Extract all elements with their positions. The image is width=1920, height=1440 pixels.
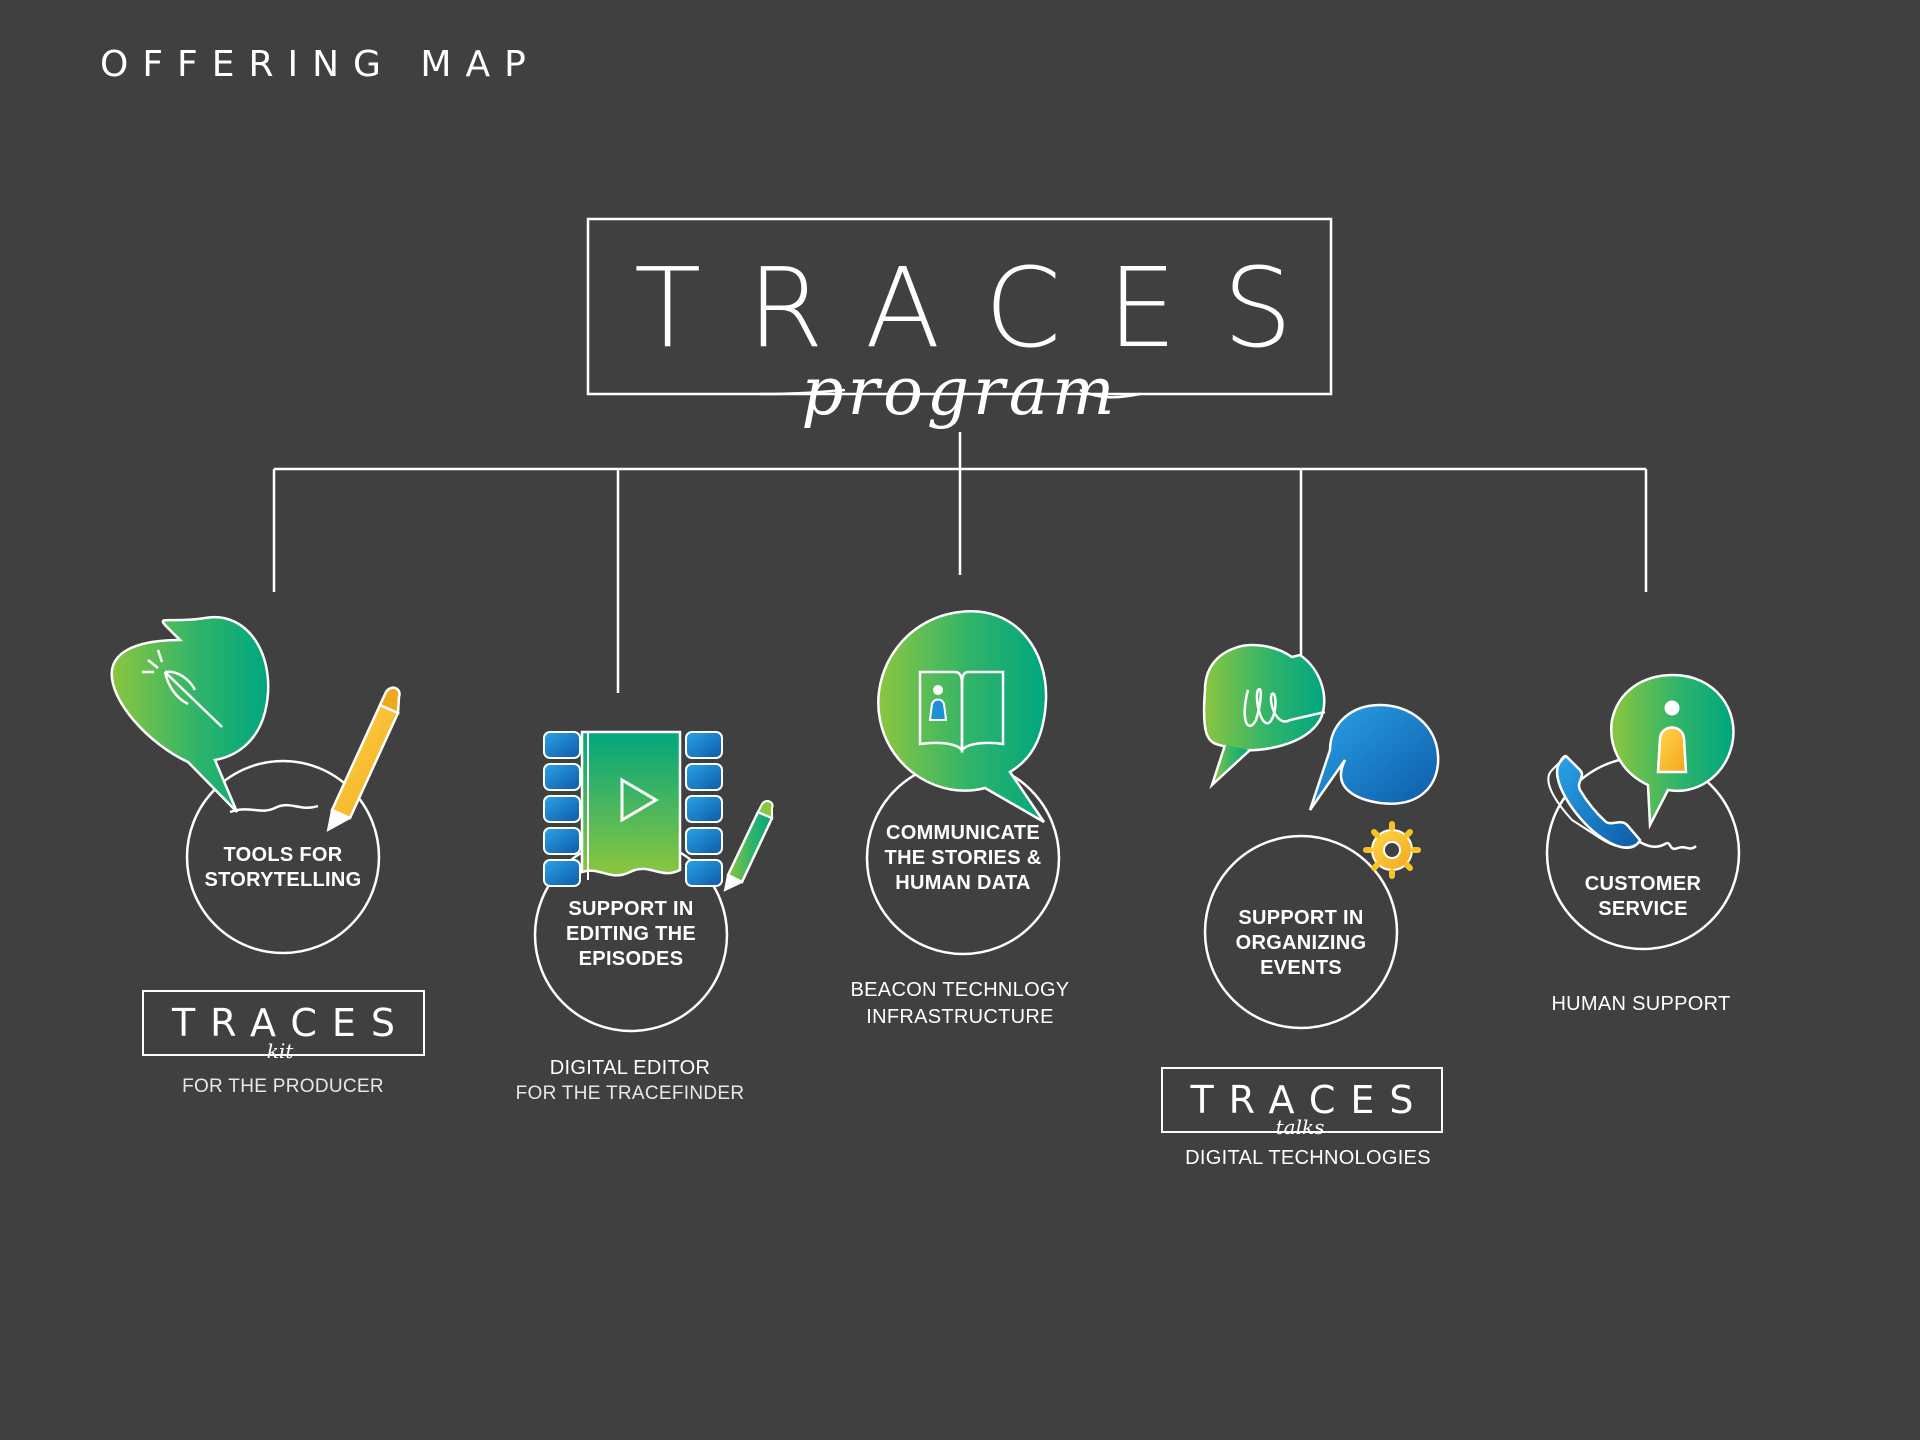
node-5-label-line: CUSTOMER — [1584, 873, 1702, 895]
pencil-icon — [723, 800, 774, 892]
traces-kit-logo: TRACES — [171, 1001, 411, 1045]
node-3-label: COMMUNICATE THE STORIES & HUMAN DATA — [863, 821, 1063, 896]
node-3-caption: BEACON TECHNLOGY INFRASTRUCTURE — [810, 977, 1110, 1031]
person-icon — [1656, 700, 1688, 774]
traces-kit-script: kit — [266, 1039, 294, 1063]
book-icon — [918, 670, 1005, 754]
node-3-caption-line: INFRASTRUCTURE — [866, 1006, 1054, 1028]
node-2-label-line: EPISODES — [578, 948, 684, 970]
node-3-label-line: COMMUNICATE — [885, 822, 1041, 844]
node-4-caption: DIGITAL TECHNOLOGIES — [1185, 1147, 1431, 1169]
page-title: OFFERING MAP — [100, 44, 540, 85]
node-2-label-line: SUPPORT IN — [568, 898, 694, 920]
wave-line — [229, 803, 319, 814]
traces-kit-box — [142, 990, 425, 1056]
traces-talks-box — [1161, 1067, 1443, 1133]
signature-icon — [1243, 687, 1326, 727]
play-icon — [620, 777, 659, 823]
gear-icon — [1363, 821, 1421, 879]
node-1-label: TOOLS FOR STORYTELLING — [183, 843, 383, 893]
node-1-caption: FOR THE PRODUCER — [182, 1076, 384, 1097]
program-swash — [759, 388, 1141, 399]
root-box — [586, 217, 1333, 396]
node-3-label-line: HUMAN DATA — [895, 872, 1031, 894]
phone-cord — [1639, 840, 1697, 851]
node-4-label-line: EVENTS — [1260, 957, 1342, 979]
node-1-label-line: STORYTELLING — [204, 869, 362, 891]
root-logo: TRACES — [634, 244, 1339, 372]
node-1-label-line: TOOLS FOR — [223, 844, 343, 866]
node-3-caption-line: BEACON TECHNLOGY — [850, 979, 1070, 1001]
node-5-label: CUSTOMER SERVICE — [1543, 872, 1743, 922]
node-2-label-line: EDITING THE — [566, 923, 696, 945]
traces-talks-logo: TRACES — [1190, 1078, 1429, 1122]
pencil-icon — [326, 686, 401, 832]
phone-icon — [1547, 754, 1642, 849]
node-2-caption-bold: DIGITAL EDITOR — [549, 1057, 711, 1079]
node-4-label-line: SUPPORT IN — [1238, 907, 1364, 929]
person-icon — [928, 685, 948, 721]
node-2-label: SUPPORT IN EDITING THE EPISODES — [531, 897, 731, 972]
node-circle-4 — [1203, 834, 1399, 1030]
node-5-label-line: SERVICE — [1598, 898, 1688, 920]
node-4-label-line: ORGANIZING — [1235, 932, 1367, 954]
traces-talks-script: talks — [1275, 1115, 1325, 1139]
speech-bubble-icon — [1308, 703, 1440, 811]
root-script: program — [801, 353, 1119, 430]
node-3-label-line: THE STORIES & — [884, 847, 1042, 869]
film-strip-icon — [543, 730, 723, 887]
speech-bubble-icon — [110, 615, 270, 813]
node-5-caption: HUMAN SUPPORT — [1551, 993, 1731, 1015]
carrot-icon — [142, 649, 223, 728]
connector-lines — [272, 432, 1648, 693]
speech-bubble-icon — [1202, 643, 1326, 790]
node-circle-1 — [185, 759, 381, 955]
node-4-label: SUPPORT IN ORGANIZING EVENTS — [1201, 906, 1401, 981]
node-2-caption: FOR THE TRACEFINDER — [515, 1083, 745, 1104]
